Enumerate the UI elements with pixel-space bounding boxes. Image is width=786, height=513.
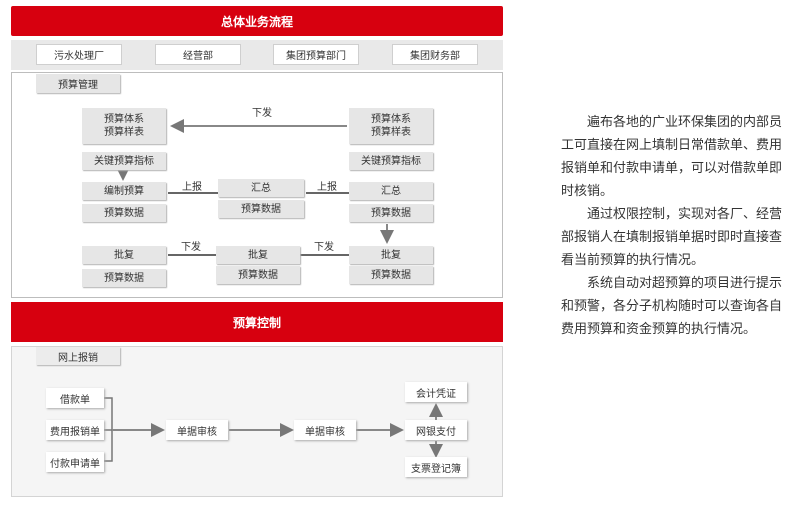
budget-system-box-right: 预算体系 预算样表	[349, 108, 433, 144]
overall-process-title: 总体业务流程	[11, 6, 503, 36]
budget-control-title-text: 预算控制	[232, 315, 281, 330]
approve-box-mid: 批复	[216, 246, 300, 264]
expense-form-box: 费用报销单	[46, 420, 104, 440]
overall-process-title-text: 总体业务流程	[220, 14, 293, 29]
report-up-label-2: 上报	[317, 182, 337, 193]
approve-box-right: 批复	[349, 246, 433, 264]
summary-box-mid: 汇总	[218, 179, 304, 197]
description-paragraph-2: 通过权限控制，实现对各厂、经营部报销人在填制报销单据时即时直接查看当前预算的执行…	[561, 207, 783, 268]
dept-group-finance: 集团财务部	[392, 44, 478, 65]
document-audit-box-1: 单据审核	[166, 420, 228, 440]
budget-template-label: 预算样表	[104, 127, 144, 138]
budget-data-box: 预算数据	[82, 204, 166, 222]
payment-request-box: 付款申请单	[46, 452, 104, 472]
report-up-label-1: 上报	[182, 182, 202, 193]
issue-label-top: 下发	[252, 108, 272, 119]
approve-box-left: 批复	[82, 246, 166, 264]
description-paragraph-1: 遍布各地的广业环保集团的内部员工可直接在网上填制日常借款单、费用报销单和付款申请…	[561, 115, 783, 199]
description-paragraph-3: 系统自动对超预算的项目进行提示和预警，各分子机构随时可以查询各自费用预算和资金预…	[561, 276, 783, 337]
budget-template-label: 预算样表	[371, 127, 411, 138]
check-register-box: 支票登记簿	[405, 457, 467, 477]
online-banking-payment-box: 网银支付	[405, 420, 467, 440]
prepare-budget-box: 编制预算	[82, 182, 166, 200]
budget-data-box: 预算数据	[349, 266, 433, 284]
document-audit-box-2: 单据审核	[294, 420, 356, 440]
dept-group-budget: 集团预算部门	[273, 44, 359, 65]
issue-label-3: 下发	[314, 242, 334, 253]
key-indicator-right: 关键预算指标	[349, 152, 433, 170]
loan-form-box: 借款单	[46, 388, 104, 408]
issue-label-2: 下发	[181, 242, 201, 253]
budget-system-label: 预算体系	[104, 114, 144, 125]
budget-management-tag: 预算管理	[36, 74, 120, 93]
summary-box-right: 汇总	[349, 182, 433, 200]
budget-control-title: 预算控制	[11, 302, 503, 342]
budget-data-box: 预算数据	[216, 266, 300, 284]
description-text: 遍布各地的广业环保集团的内部员工可直接在网上填制日常借款单、费用报销单和付款申请…	[561, 111, 783, 341]
dept-operations: 经营部	[155, 44, 241, 65]
budget-data-box: 预算数据	[82, 269, 166, 287]
budget-system-label: 预算体系	[371, 114, 411, 125]
key-indicator-left: 关键预算指标	[82, 152, 166, 170]
online-reimbursement-tag: 网上报销	[36, 347, 120, 365]
budget-system-box-left: 预算体系 预算样表	[82, 108, 166, 144]
accounting-voucher-box: 会计凭证	[405, 382, 467, 402]
budget-data-box: 预算数据	[349, 204, 433, 222]
dept-sewage-plant: 污水处理厂	[36, 44, 122, 65]
budget-data-box: 预算数据	[218, 200, 304, 218]
